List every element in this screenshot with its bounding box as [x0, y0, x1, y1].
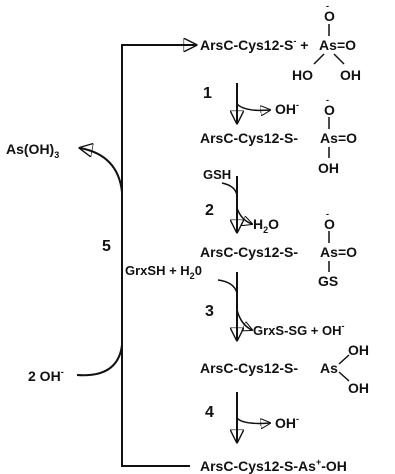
- species-4-bond-upper: [338, 354, 350, 365]
- species-1-as: As: [319, 37, 337, 53]
- species-1-o-top-minus: -: [326, 1, 329, 11]
- species-1-ho: HO: [292, 67, 313, 83]
- step-3-grxsh-curve: [217, 279, 238, 294]
- step-4-side-arrow: [236, 417, 270, 423]
- step-4-number: 4: [205, 404, 214, 421]
- step-2-number: 2: [205, 202, 214, 219]
- species-1-bond-left: [313, 53, 325, 65]
- species-1-label: ArsC-Cys12-S- +: [200, 36, 308, 53]
- step-3-side-arrow: [236, 309, 252, 330]
- step-4-oh-release: OH-: [275, 414, 299, 431]
- species-3-gs: GS: [318, 273, 338, 289]
- species-1-bond-right: [333, 53, 345, 65]
- species-4-bond-lower: [338, 371, 350, 382]
- species-3-as-double-o: =O: [338, 244, 357, 260]
- species-4-oh-upper: OH: [348, 342, 369, 358]
- species-2-as: As: [320, 130, 338, 146]
- two-oh-reagent: 2 OH-: [28, 367, 64, 384]
- species-4-oh-lower: OH: [348, 380, 369, 396]
- step-3-grxsh: GrxSH + H20: [125, 263, 202, 281]
- species-2-o-top-minus: -: [326, 95, 329, 105]
- species-3-o-top-minus: -: [326, 209, 329, 219]
- species-4-label: ArsC-Cys12-S-: [200, 360, 298, 376]
- species-4-as: As: [320, 360, 338, 376]
- species-2-oh: OH: [318, 160, 339, 176]
- species-2-as-double-o: =O: [338, 130, 357, 146]
- two-oh-input-curve: [76, 344, 123, 377]
- step-2-side-arrow: [236, 207, 252, 224]
- step-2-gsh: GSH: [203, 167, 231, 182]
- asoh3-product: As(OH)3: [6, 141, 59, 160]
- step-3-number: 3: [205, 303, 214, 320]
- step-3-grxssg-release: GrxS-SG + OH-: [253, 321, 345, 338]
- species-3-o-top: O: [324, 216, 335, 232]
- species-2-o-top: O: [324, 102, 335, 118]
- species-1-oh: OH: [340, 67, 361, 83]
- step-2-gsh-curve: [221, 182, 238, 197]
- species-2-label: ArsC-Cys12-S-: [200, 130, 298, 146]
- species-1-o-top: O: [324, 8, 335, 24]
- species-1-as-double-o: =O: [337, 37, 356, 53]
- step-5-number: 5: [102, 238, 111, 255]
- asoh3-release-arrow: [80, 148, 123, 193]
- step-1-side-arrow: [236, 103, 270, 110]
- species-3-as: As: [320, 244, 338, 260]
- step-1-number: 1: [203, 85, 212, 102]
- species-5-label: ArsC-Cys12-S-As+-OH: [200, 457, 347, 474]
- species-3-label: ArsC-Cys12-S-: [200, 244, 298, 260]
- step-2-h2o-release: H2O: [253, 216, 279, 235]
- step-1-oh-release: OH-: [275, 100, 299, 117]
